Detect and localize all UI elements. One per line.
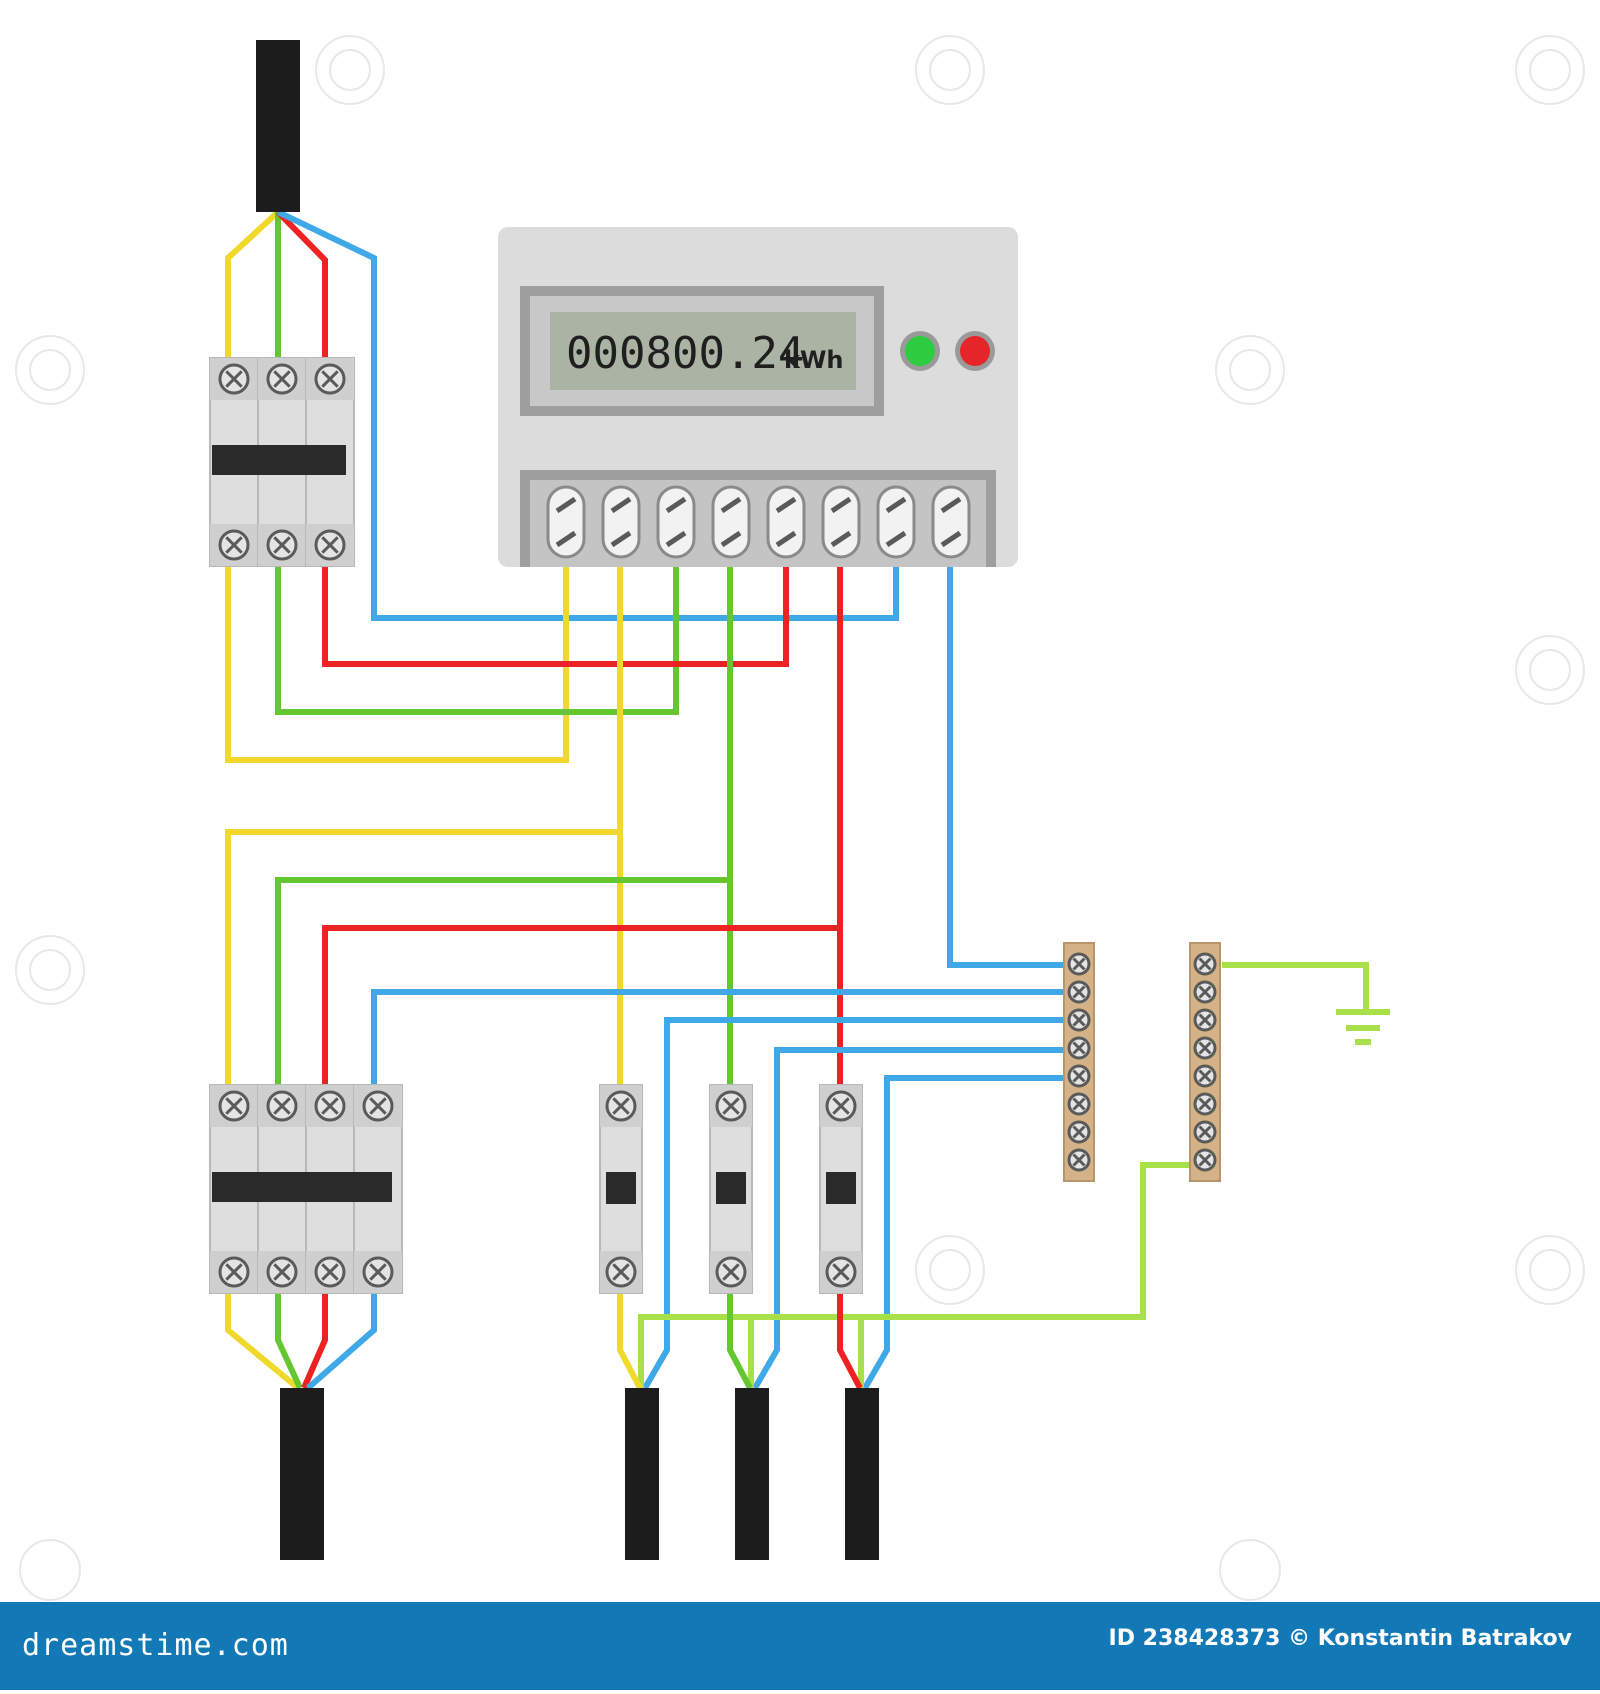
wire-blue-to-dist <box>371 989 1079 1085</box>
meter-terminal <box>601 485 641 559</box>
screw-icon <box>715 1090 747 1122</box>
screw-icon <box>218 1090 250 1122</box>
wire-yellow-cable-1 <box>617 1290 643 1390</box>
single-breaker-handle <box>606 1172 636 1204</box>
screw-icon <box>314 1090 346 1122</box>
screw-icon <box>266 529 298 561</box>
screw-icon <box>825 1256 857 1288</box>
distribution-breaker-handle <box>212 1172 392 1202</box>
wire-yellow-to-dist <box>225 829 620 1085</box>
wire-blue-out-3 <box>862 1075 1079 1390</box>
wire-blue-out-2 <box>752 1047 1079 1390</box>
watermark-swirls <box>15 35 1585 1601</box>
screw-icon <box>715 1256 747 1288</box>
screw-icon <box>605 1256 637 1288</box>
wire-red-to-meter <box>322 555 789 667</box>
screw-icon <box>1067 952 1091 976</box>
screw-icon <box>314 363 346 395</box>
wire-blue-out-1 <box>642 1017 1079 1390</box>
breakers <box>209 357 863 1294</box>
neutral-bus-bar <box>1063 942 1095 1182</box>
screw-icon <box>266 1090 298 1122</box>
outgoing-cable-3 <box>845 1388 879 1560</box>
wire-green-to-meter <box>275 555 679 715</box>
bus-bars <box>1063 942 1221 1182</box>
screw-icon <box>825 1090 857 1122</box>
wires <box>225 209 1369 1391</box>
screw-icon <box>1193 980 1217 1004</box>
wire-green-cable-main <box>275 1290 303 1390</box>
ground-bus-bar <box>1189 942 1221 1182</box>
screw-icon <box>1193 1148 1217 1172</box>
wire-ground-main <box>638 1162 1205 1388</box>
meter-unit: kWh <box>784 346 844 374</box>
screw-icon <box>1193 1120 1217 1144</box>
screw-icon <box>218 529 250 561</box>
screw-icon <box>1193 1008 1217 1032</box>
screw-icon <box>1193 952 1217 976</box>
outgoing-cable-main <box>280 1388 324 1560</box>
wire-blue-neutral <box>947 567 1079 968</box>
wire-red-cable-3 <box>837 1290 863 1390</box>
wire-green-to-dist <box>275 877 730 1085</box>
screw-icon <box>1067 980 1091 1004</box>
screw-icon <box>266 1256 298 1288</box>
meter-terminal <box>546 485 586 559</box>
wire-red-in <box>275 209 328 380</box>
wire-blue-cable-main <box>306 1290 377 1391</box>
wire-yellow-cable-main <box>225 1290 300 1391</box>
wire-blue-in-to-meter <box>276 209 899 621</box>
outgoing-cable-2 <box>735 1388 769 1560</box>
meter-terminal <box>766 485 806 559</box>
screw-icon <box>1193 1036 1217 1060</box>
meter-terminal <box>711 485 751 559</box>
single-breaker <box>599 1084 643 1294</box>
main-breaker-handle <box>212 445 346 475</box>
ground-symbol <box>1336 1009 1390 1045</box>
screw-icon <box>1067 1064 1091 1088</box>
meter-terminal <box>876 485 916 559</box>
meter-reading: 000800.24 <box>566 328 804 379</box>
incoming-cable <box>256 40 300 212</box>
screw-icon <box>362 1256 394 1288</box>
screw-icon <box>1067 1008 1091 1032</box>
screw-icon <box>1067 1036 1091 1060</box>
footer-brand: dreamstime.com <box>22 1628 289 1663</box>
screw-icon <box>218 1256 250 1288</box>
wire-yellow-in <box>225 209 281 380</box>
single-breaker-handle <box>716 1172 746 1204</box>
screw-icon <box>1067 1092 1091 1116</box>
electricity-meter: 000800.24 kWh <box>498 227 1018 567</box>
wire-red-cable-main <box>301 1290 328 1390</box>
meter-terminal <box>656 485 696 559</box>
screw-icon <box>314 529 346 561</box>
single-breaker-handle <box>826 1172 856 1204</box>
screw-icon <box>1193 1064 1217 1088</box>
screw-icon <box>362 1090 394 1122</box>
meter-terminal <box>821 485 861 559</box>
screw-icon <box>266 363 298 395</box>
screw-icon <box>605 1090 637 1122</box>
wire-green-cable-2 <box>727 1290 753 1390</box>
meter-terminals <box>546 485 971 559</box>
wire-ground-earth <box>1222 962 1369 1012</box>
screw-icon <box>314 1256 346 1288</box>
outgoing-cable-1 <box>625 1388 659 1560</box>
footer-bar: dreamstime.com ID 238428373 © Konstantin… <box>0 1602 1600 1690</box>
screw-icon <box>218 363 250 395</box>
wire-red-to-dist <box>322 925 840 1085</box>
screw-icon <box>1067 1120 1091 1144</box>
meter-terminal <box>931 485 971 559</box>
footer-credit: ID 238428373 © Konstantin Batrakov <box>1108 1626 1572 1651</box>
meter-lcd <box>550 312 856 390</box>
screw-icon <box>1067 1148 1091 1172</box>
screw-icon <box>1193 1092 1217 1116</box>
